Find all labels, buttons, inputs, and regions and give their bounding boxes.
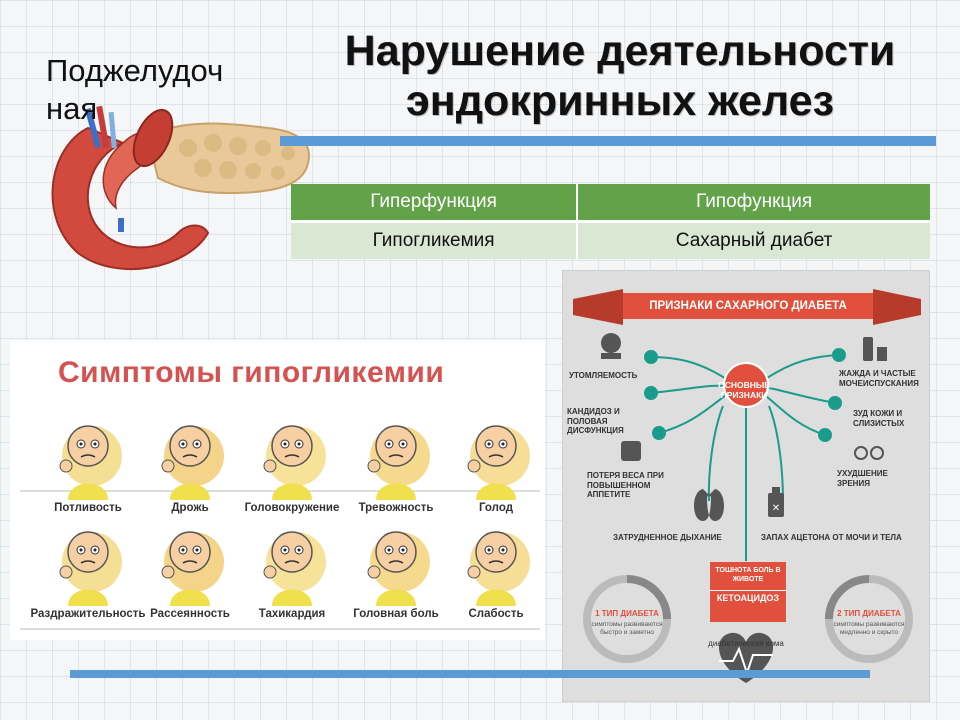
symptom-figure-icon [467, 531, 530, 606]
organ-label: Поджелудочная [46, 53, 224, 126]
symptom-figure-icon [161, 531, 224, 606]
sign-itching: Зуд кожи и слизистых [853, 409, 905, 428]
symptom-figure-icon [59, 425, 122, 500]
symptom-label: Голод [478, 502, 513, 514]
function-table: Гиперфункция Гипофункция Гипогликемия Са… [291, 184, 930, 259]
bottom-divider [70, 670, 870, 678]
symptom-label: Тахикардия [258, 608, 326, 620]
table-header-row: Гиперфункция Гипофункция [291, 184, 930, 221]
symptom-item: Рассеянность [140, 520, 240, 638]
symptom-item: Головная боль [346, 520, 446, 638]
sign-breathing: Затрудненное дыхание [613, 533, 722, 542]
diabetes-header: ПРИЗНАКИ САХАРНОГО ДИАБЕТА [623, 293, 873, 319]
symptom-label: Головная боль [353, 608, 439, 620]
symptom-item: Потливость [38, 414, 138, 532]
table-cell-diabetes: Сахарный диабет [577, 219, 930, 259]
diabetic-coma: диабетическая кома [708, 639, 784, 648]
symptom-label: Тревожность [358, 502, 434, 514]
sign-candidiasis: Кандидоз и половая дисфункция [567, 407, 624, 435]
divider [20, 628, 540, 630]
symptom-label: Головокружение [244, 502, 340, 514]
sign-fatigue: Утомляемость [569, 371, 638, 380]
type2-title: 2 тип диабета [837, 609, 901, 618]
ketoacidosis-symptoms: тошнота боль в животе [715, 567, 781, 583]
table-header-hypofunction: Гипофункция [577, 184, 930, 221]
symptom-label: Слабость [468, 608, 524, 620]
type1-text: симптомы развиваются быстро и заметно [591, 621, 663, 636]
symptom-item: Раздражительность [30, 520, 146, 638]
symptom-item: Головокружение [242, 414, 342, 532]
symptom-figure-icon [467, 425, 530, 500]
symptom-figure-icon [367, 425, 430, 500]
symptom-figure-icon [263, 531, 326, 606]
type1-title: 1 тип диабета [595, 609, 659, 618]
sign-thirst: Жажда и частые мочеиспускания [839, 369, 919, 388]
table-header-hyperfunction: Гиперфункция [291, 184, 579, 221]
type2-text: симптомы развиваются медленно и скрыто [833, 621, 905, 636]
symptom-figure-icon [161, 425, 224, 500]
symptom-item: Тахикардия [242, 520, 342, 638]
main-signs-label: ОСНОВНЫЕ ПРИЗНАКИ [718, 380, 770, 400]
symptom-label: Раздражительность [30, 608, 146, 620]
sign-acetone: Запах ацетона от мочи и тела [761, 533, 902, 542]
hypoglycemia-title: Симптомы гипогликемии [58, 356, 445, 389]
page-title: Нарушение деятельности эндокринных желез [344, 27, 896, 125]
symptom-label: Рассеянность [150, 608, 230, 620]
ketoacidosis-box: тошнота боль в животе КЕТОАЦИДОЗ [710, 562, 786, 622]
symptom-item: Тревожность [346, 414, 446, 532]
symptom-figure-icon [367, 531, 430, 606]
sign-vision: Ухудшение зрения [837, 469, 888, 488]
ketoacidosis-label: КЕТОАЦИДОЗ [710, 590, 786, 603]
pancreas-illustration [51, 105, 310, 271]
symptom-label: Дрожь [171, 502, 209, 514]
symptom-figure-icon [263, 425, 326, 500]
title-divider [280, 136, 936, 146]
symptom-item: Голод [446, 414, 546, 532]
table-row: Гипогликемия Сахарный диабет [291, 219, 930, 259]
symptom-figure-icon [59, 531, 122, 606]
diabetes-diagram: ✕ [573, 289, 921, 683]
sign-weight-loss: Потеря веса при повышенном аппетите [587, 471, 664, 499]
table-cell-hypoglycemia: Гипогликемия [291, 219, 579, 259]
diabetes-infographic: ✕ ПРИЗНАКИ САХАРНОГО ДИАБЕТА ОСНОВНЫЕ ПР… [562, 270, 930, 702]
svg-text:✕: ✕ [772, 503, 780, 514]
symptom-item: Слабость [446, 520, 546, 638]
symptom-item: Дрожь [140, 414, 240, 532]
symptom-label: Потливость [54, 502, 122, 514]
